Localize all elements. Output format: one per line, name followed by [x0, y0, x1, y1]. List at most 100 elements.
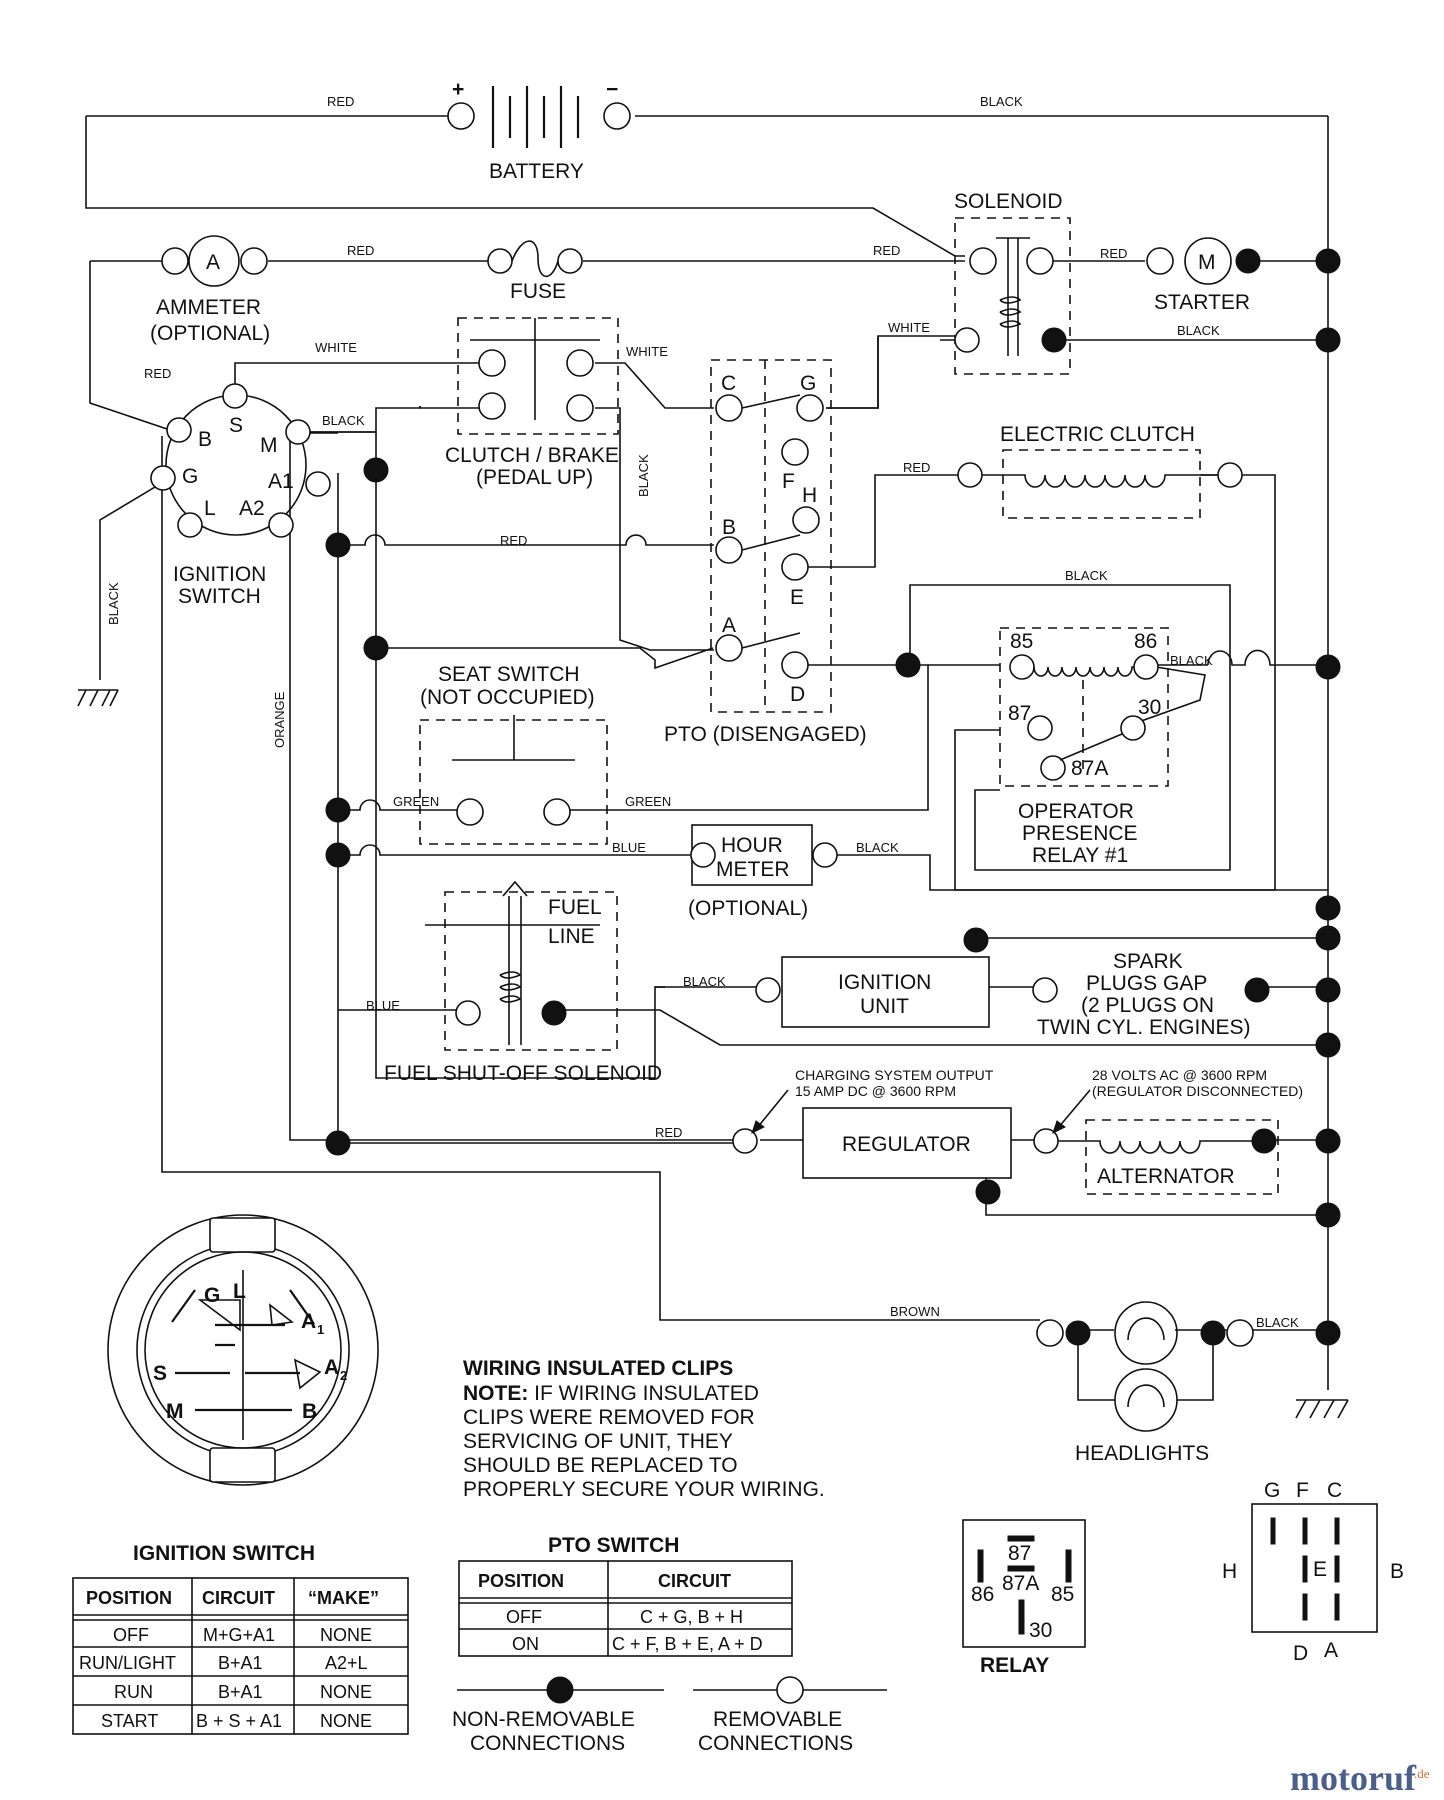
pto-switch: C G F H B E A D PTO (DISENGAGED): [664, 359, 867, 746]
junction-dots: [325, 248, 1341, 1346]
clips-note-title: WIRING INSULATED CLIPS: [463, 1357, 733, 1380]
ignition-unit-label-unit: UNIT: [860, 995, 909, 1018]
wire-label-red-pto: RED: [500, 533, 527, 548]
ign-cell: B+A1: [218, 1653, 263, 1673]
fuel-shutoff-solenoid: FUEL LINE FUEL SHUT-OFF SOLENOID: [384, 880, 662, 1085]
relay-detail-85: 85: [1051, 1583, 1074, 1606]
regulator-label: REGULATOR: [842, 1133, 971, 1156]
regulator: REGULATOR CHARGING SYSTEM OUTPUT 15 AMP …: [732, 1067, 1091, 1205]
hour-meter-optional: (OPTIONAL): [688, 897, 808, 920]
wire-label-red-starter: RED: [1100, 246, 1127, 261]
watermark: motoruf .de: [1290, 1758, 1430, 1798]
ignition-unit: IGNITION UNIT: [755, 927, 1058, 1028]
regulator-note: CHARGING SYSTEM OUTPUT: [795, 1067, 994, 1083]
hour-meter-label: HOUR: [721, 834, 783, 857]
spark-plugs: SPARK PLUGS GAP (2 PLUGS ON TWIN CYL. EN…: [1037, 950, 1270, 1039]
wire-label-red-ignition: RED: [144, 366, 171, 381]
pto-pin-d: D: [790, 683, 805, 706]
detail-pin-l: L: [233, 1280, 246, 1303]
ignition-label-switch: SWITCH: [178, 585, 261, 608]
spark-label-engines: TWIN CYL. ENGINES): [1037, 1016, 1251, 1039]
wire-label-red-regulator: RED: [655, 1125, 682, 1140]
solenoid-label: SOLENOID: [954, 190, 1063, 213]
starter-symbol: M: [1198, 251, 1216, 274]
electric-clutch-label: ELECTRIC CLUTCH: [1000, 423, 1195, 446]
pto-detail-a: A: [1324, 1639, 1338, 1662]
battery-negative-terminal: [603, 102, 631, 130]
ign-th-position: POSITION: [86, 1588, 172, 1608]
relay-detail-87a: 87A: [1002, 1572, 1039, 1595]
spark-label: SPARK: [1113, 950, 1183, 973]
alternator-note-disconnected: (REGULATOR DISCONNECTED): [1092, 1083, 1303, 1099]
ign-pin-b: B: [198, 428, 212, 451]
wire-label-black-ground: BLACK: [106, 582, 121, 625]
seat-switch: SEAT SWITCH (NOT OCCUPIED): [419, 663, 608, 845]
ignition-label: IGNITION: [173, 563, 266, 586]
detail-pin-b: B: [302, 1400, 317, 1423]
legend-nonremovable-label: NON-REMOVABLE: [452, 1708, 635, 1731]
wire-label-white-clutch: WHITE: [626, 344, 668, 359]
spark-label-gap: PLUGS GAP: [1086, 972, 1207, 995]
detail-pin-s: S: [153, 1362, 167, 1385]
relay-pin-86: 86: [1134, 630, 1157, 653]
alternator-label: ALTERNATOR: [1097, 1165, 1235, 1188]
seat-switch-sub-label: (NOT OCCUPIED): [420, 686, 595, 709]
relay-label: OPERATOR: [1018, 800, 1134, 823]
pto-detail-d: D: [1293, 1642, 1308, 1665]
clips-note-line4: SHOULD BE REPLACED TO: [463, 1454, 738, 1477]
ign-cell: B+A1: [218, 1682, 263, 1702]
ign-pin-a2: A2: [239, 497, 265, 520]
legend-nonremovable-dot: [546, 1676, 574, 1704]
spark-label-plugs: (2 PLUGS ON: [1081, 994, 1214, 1017]
watermark-text: motoruf: [1290, 1758, 1417, 1798]
battery-plus-sign: +: [452, 78, 464, 101]
clutch-brake-sub-label: (PEDAL UP): [476, 466, 593, 489]
ign-pin-s: S: [229, 414, 243, 437]
fuel-line-label-line: LINE: [548, 925, 595, 948]
wire-label-red-clutch: RED: [903, 460, 930, 475]
starter: M STARTER: [1146, 237, 1261, 314]
wire-label-black-headlight: BLACK: [1256, 1315, 1299, 1330]
ign-cell: M+G+A1: [203, 1625, 275, 1645]
pto-detail-f: F: [1296, 1479, 1309, 1502]
relay-pin-30: 30: [1138, 696, 1161, 719]
fuel-solenoid-label: FUEL SHUT-OFF SOLENOID: [384, 1062, 662, 1085]
ign-cell: OFF: [113, 1625, 149, 1645]
pto-th-position: POSITION: [478, 1571, 564, 1591]
wire-label-black-meter: BLACK: [856, 840, 899, 855]
fuel-line-label: FUEL: [548, 896, 602, 919]
wire-network: [85, 115, 1329, 1390]
wire-label-green-right: GREEN: [625, 794, 671, 809]
battery: + − BATTERY: [447, 78, 631, 183]
pto-pin-c: C: [721, 372, 736, 395]
wire-label-black-battery: BLACK: [980, 94, 1023, 109]
ign-pin-a1: A1: [268, 470, 294, 493]
legend-removable-dot: [776, 1676, 804, 1704]
relay-label-presence: PRESENCE: [1022, 822, 1138, 845]
detail-pin-a1: A: [301, 1310, 316, 1333]
pto-pinout-detail: G F C H E B D A: [1222, 1479, 1404, 1665]
wiring-clips-note: WIRING INSULATED CLIPS NOTE: IF WIRING I…: [463, 1357, 825, 1501]
wire-label-blue-meter: BLUE: [612, 840, 646, 855]
wire-label-black-ignition: BLACK: [322, 413, 365, 428]
pto-switch-table: PTO SWITCH POSITION CIRCUIT OFF C + G, B…: [458, 1534, 793, 1657]
wire-label-black-relay-86: BLACK: [1170, 653, 1213, 668]
ign-pin-g: G: [182, 465, 198, 488]
legend-removable-sub: CONNECTIONS: [698, 1732, 853, 1755]
wire-label-red-ammeter: RED: [347, 243, 374, 258]
ign-pin-l: L: [204, 497, 216, 520]
hour-meter-label-meter: METER: [716, 858, 790, 881]
seat-switch-label: SEAT SWITCH: [438, 663, 580, 686]
wire-label-red-battery: RED: [327, 94, 354, 109]
ignition-switch-detail: G L A 1 A 2 S M B IGNITION SWITCH: [107, 1214, 379, 1565]
starter-label: STARTER: [1154, 291, 1250, 314]
relay-pinout-detail: 87 87A 86 85 30 RELAY: [962, 1519, 1086, 1677]
wire-label-black-ign-unit: BLACK: [683, 974, 726, 989]
detail-pin-a1-sub: 1: [317, 1322, 324, 1337]
detail-pin-a2: A: [324, 1356, 339, 1379]
battery-label: BATTERY: [489, 160, 584, 183]
relay-detail-87: 87: [1008, 1542, 1031, 1565]
ign-pin-m: M: [260, 434, 278, 457]
pto-cell: C + F, B + E, A + D: [612, 1634, 763, 1654]
